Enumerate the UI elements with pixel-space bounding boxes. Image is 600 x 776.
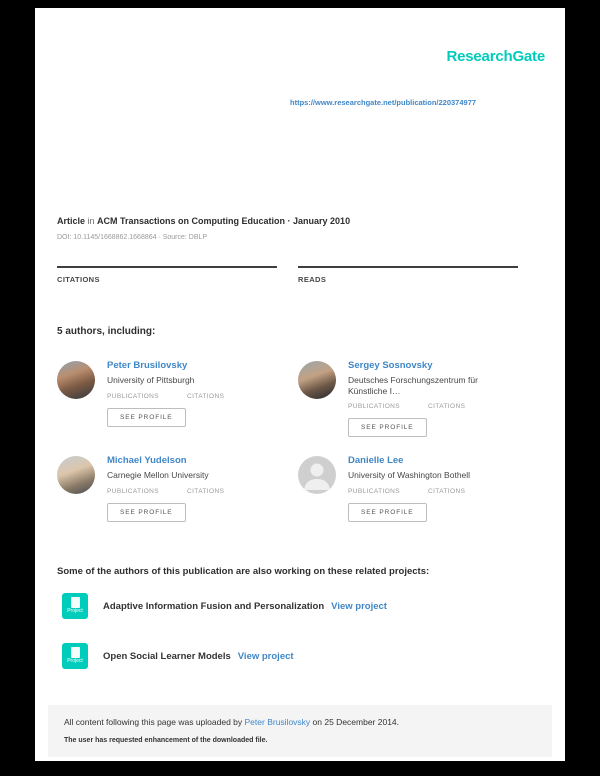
author-stats: PUBLICATIONS CITATIONS — [107, 393, 277, 400]
author-card: Danielle Lee University of Washington Bo… — [298, 453, 518, 541]
pdf-page: ResearchGate https://www.researchgate.ne… — [35, 8, 565, 761]
person-placeholder-icon — [298, 456, 336, 494]
author-stats: PUBLICATIONS CITATIONS — [348, 488, 518, 495]
author-affiliation: Carnegie Mellon University — [107, 470, 209, 480]
project-title: Open Social Learner Models — [103, 651, 231, 662]
see-profile-button[interactable]: SEE PROFILE — [107, 502, 186, 522]
project-icon-label: Project — [67, 608, 83, 614]
citations-divider — [57, 266, 277, 268]
upload-notice-line: All content following this page was uplo… — [64, 717, 399, 727]
see-profile-button[interactable]: SEE PROFILE — [107, 407, 186, 427]
see-profile-button[interactable]: SEE PROFILE — [348, 502, 427, 522]
project-icon: Project — [62, 593, 88, 619]
view-project-link[interactable]: View project — [331, 601, 387, 612]
reads-label: READS — [298, 275, 327, 284]
author-card: Sergey Sosnovsky Deutsches Forschungszen… — [298, 358, 518, 446]
document-glyph — [70, 597, 80, 608]
project-row: Project Open Social Learner Models View p… — [62, 643, 542, 673]
author-stats: PUBLICATIONS CITATIONS — [348, 403, 518, 410]
journal-name: ACM Transactions on Computing Education … — [97, 216, 351, 226]
reads-divider — [298, 266, 518, 268]
author-affiliation: University of Washington Bothell — [348, 470, 471, 480]
document-glyph — [70, 647, 80, 658]
article-type-label: Article — [57, 216, 86, 226]
author-affiliation: Deutsches Forschungszentrum für Künstlic… — [348, 375, 478, 396]
see-profile-button[interactable]: SEE PROFILE — [348, 418, 427, 438]
author-name-link[interactable]: Danielle Lee — [348, 455, 404, 466]
citations-label: CITATIONS — [57, 275, 100, 284]
author-card: Michael Yudelson Carnegie Mellon Univers… — [57, 453, 277, 541]
citations-label: CITATIONS — [428, 487, 466, 495]
upload-notice-box: All content following this page was uplo… — [48, 705, 552, 757]
project-title: Adaptive Information Fusion and Personal… — [103, 601, 325, 612]
publications-label: PUBLICATIONS — [348, 487, 400, 495]
citations-label: CITATIONS — [428, 403, 466, 411]
author-avatar — [57, 456, 95, 494]
author-avatar — [57, 361, 95, 399]
author-name-link[interactable]: Sergey Sosnovsky — [348, 360, 433, 371]
project-icon: Project — [62, 643, 88, 669]
citations-label: CITATIONS — [187, 487, 225, 495]
publications-label: PUBLICATIONS — [107, 392, 159, 400]
citations-label: CITATIONS — [187, 392, 225, 400]
project-icon-label: Project — [67, 658, 83, 664]
enhancement-note: The user has requested enhancement of th… — [64, 737, 268, 744]
researchgate-logo[interactable]: ResearchGate — [446, 48, 546, 65]
author-card: Peter Brusilovsky University of Pittsbur… — [57, 358, 277, 446]
publications-label: PUBLICATIONS — [348, 403, 400, 411]
view-project-link[interactable]: View project — [237, 651, 294, 662]
doi-line: DOI: 10.1145/1668862.1668864 · Source: D… — [57, 234, 208, 241]
author-stats: PUBLICATIONS CITATIONS — [107, 488, 277, 495]
author-name-link[interactable]: Peter Brusilovsky — [107, 360, 188, 371]
project-row: Project Adaptive Information Fusion and … — [62, 593, 542, 623]
author-avatar — [298, 361, 336, 399]
publication-url-link[interactable]: https://www.researchgate.net/publication… — [290, 98, 477, 107]
author-name-link[interactable]: Michael Yudelson — [107, 455, 187, 466]
publications-label: PUBLICATIONS — [107, 487, 159, 495]
author-affiliation: University of Pittsburgh — [107, 375, 195, 385]
authors-heading: 5 authors, including: — [57, 326, 156, 337]
projects-heading: Some of the authors of this publication … — [57, 566, 430, 577]
article-meta-line: Article in ACM Transactions on Computing… — [57, 216, 350, 226]
uploaded-date-text: on 25 December 2014. — [310, 717, 400, 727]
uploaded-prefix-text: All content following this page was uplo… — [64, 717, 245, 727]
uploader-link[interactable]: Peter Brusilovsky — [244, 717, 311, 727]
in-label: in — [85, 216, 98, 226]
